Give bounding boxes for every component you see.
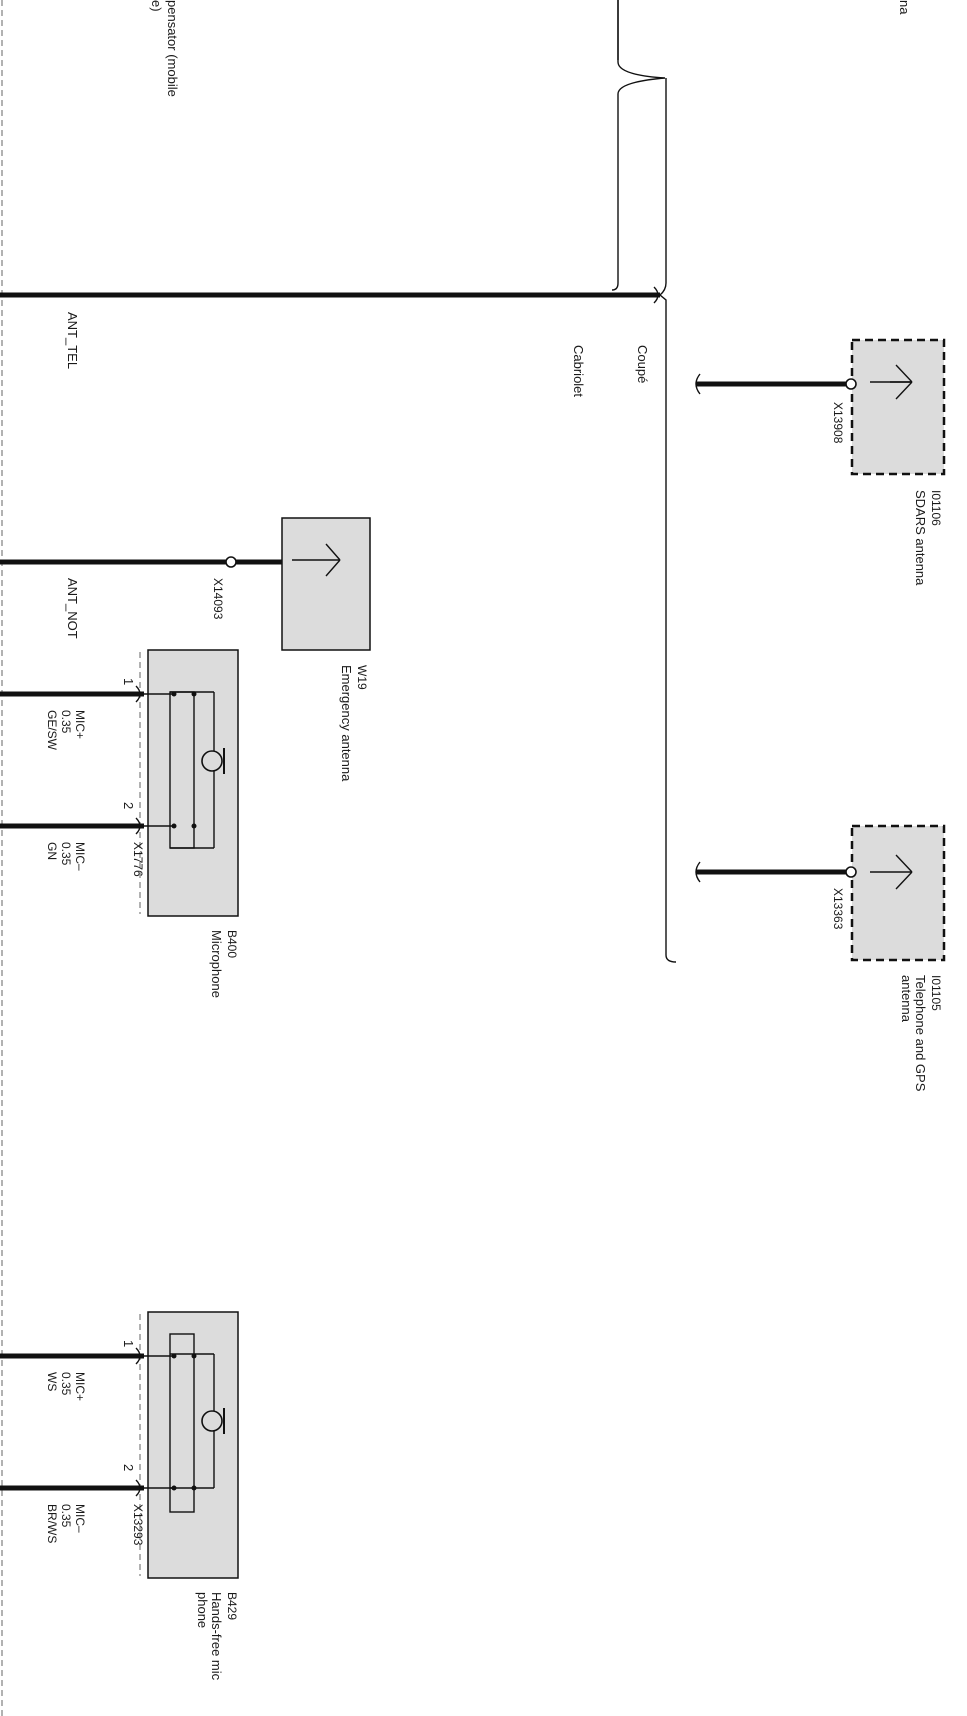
b429-pin1-end	[135, 1347, 141, 1365]
ant-not-label: ANT_NOT	[65, 578, 80, 639]
x13908-label: X13908	[831, 402, 845, 444]
b429-minus-signal: MIC–	[73, 1504, 87, 1533]
b429-id: B429	[225, 1592, 239, 1620]
b400-id: B400	[225, 930, 239, 958]
b429-pin1: 1	[121, 1340, 136, 1347]
partial-label-1: pensator (mobile	[165, 0, 180, 97]
x1776-label: X1776	[131, 842, 145, 877]
sdars-id: I01106	[929, 490, 943, 526]
b400-minus-signal: MIC–	[73, 842, 87, 871]
b429-minus-color: BR/WS	[45, 1504, 59, 1543]
partial-label-2: e)	[149, 0, 164, 12]
microphone-b400-box	[147, 649, 239, 917]
sdars-antenna-icon	[870, 364, 913, 400]
telephone-gps-name-2: antenna	[899, 975, 914, 1023]
microphone-b400-icon	[169, 691, 225, 849]
b400-minus-color: GN	[45, 842, 59, 860]
b429-minus-size: 0.35	[59, 1504, 73, 1528]
b400-pin1-end	[135, 685, 141, 703]
sdars-name: SDARS antenna	[913, 490, 928, 586]
b400-name: Microphone	[209, 930, 224, 998]
x13293-label: X13293	[131, 1504, 145, 1546]
telephone-gps-name-1: Telephone and GPS	[913, 975, 928, 1092]
x14093-label: X14093	[211, 578, 225, 620]
b429-name-2: phone	[195, 1592, 210, 1628]
sdars-wire-end	[695, 373, 701, 395]
b400-plus-size: 0.35	[59, 710, 73, 734]
microphone-b429-box	[147, 1311, 239, 1579]
ant-tel-wire-end	[653, 286, 659, 304]
emergency-id: W19	[355, 665, 369, 690]
x14093-connector	[225, 556, 237, 568]
b400-pin2-end	[135, 817, 141, 835]
x13363-label: X13363	[831, 888, 845, 930]
x13908-connector	[845, 378, 857, 390]
partial-label-3: na	[897, 0, 912, 15]
b429-plus-color: WS	[45, 1372, 59, 1391]
b429-plus-size: 0.35	[59, 1372, 73, 1396]
telephone-gps-id: I01105	[929, 975, 943, 1011]
telephone-gps-antenna-icon	[870, 854, 913, 890]
b400-pin2: 2	[121, 802, 136, 809]
b429-pin2-end	[135, 1479, 141, 1497]
b429-plus-signal: MIC+	[73, 1372, 87, 1401]
emergency-name: Emergency antenna	[339, 665, 354, 782]
x13363-connector	[845, 866, 857, 878]
b400-plus-signal: MIC+	[73, 710, 87, 739]
telephone-gps-antenna-box	[850, 824, 946, 962]
emergency-antenna-box	[281, 517, 371, 651]
cabriolet-label: Cabriolet	[571, 345, 586, 397]
telephone-gps-wire-end	[695, 861, 701, 883]
b400-pin1: 1	[121, 678, 136, 685]
emergency-antenna-icon	[292, 543, 341, 577]
sdars-antenna-box	[850, 338, 946, 476]
b429-name-1: Hands-free mic	[209, 1592, 224, 1681]
variant-brace-right	[658, 78, 677, 963]
variant-brace-top	[611, 0, 666, 291]
coupe-label: Coupé	[635, 345, 650, 383]
b400-plus-color: GE/SW	[45, 710, 59, 751]
ant-tel-label: ANT_TEL	[65, 312, 80, 369]
b429-pin2: 2	[121, 1464, 136, 1471]
b400-minus-size: 0.35	[59, 842, 73, 866]
